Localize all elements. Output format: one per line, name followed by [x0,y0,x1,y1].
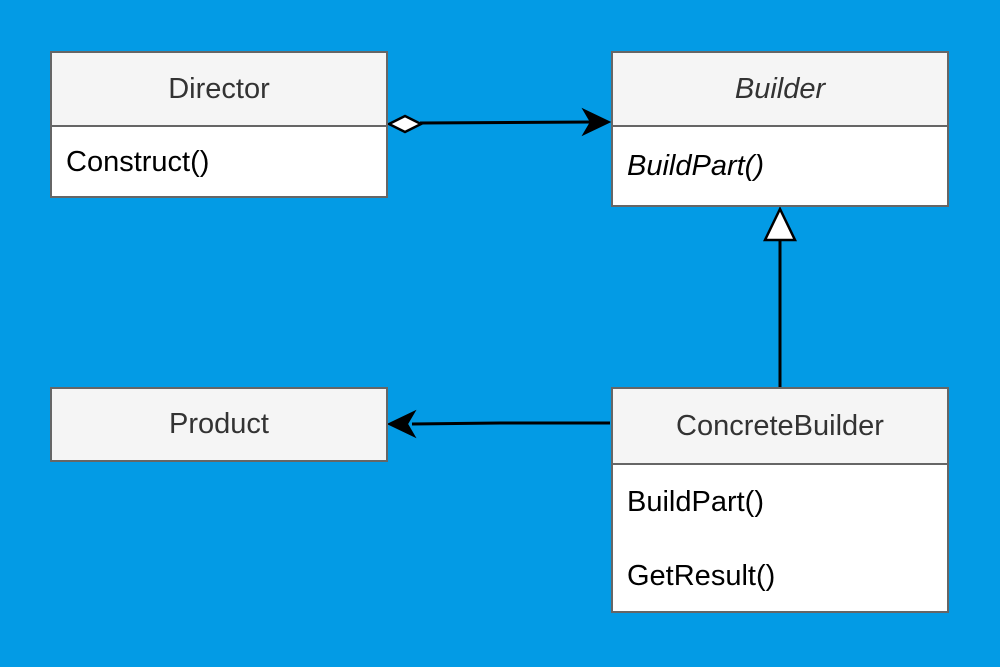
director-class-name: Director [52,53,386,127]
generalization-connector [763,206,797,387]
director-operations: Construct() [52,127,386,198]
director-class[interactable]: Director Construct() [50,51,388,198]
builder-class-name: Builder [613,53,947,127]
generalization-triangle [763,206,797,242]
concrete-builder-class-name: ConcreteBuilder [613,389,947,465]
concrete-builder-operations: BuildPart() GetResult() [613,465,947,613]
arrowhead-to-product [386,409,417,439]
aggregation-diamond [386,114,424,134]
concrete-builder-class[interactable]: ConcreteBuilder BuildPart() GetResult() [611,387,949,613]
arrowhead-to-builder [581,107,612,137]
builder-class[interactable]: Builder BuildPart() [611,51,949,207]
product-class-name: Product [52,389,386,460]
construct-operation: Construct() [66,146,210,178]
buildpart-abstract-operation: BuildPart() [627,149,764,182]
association-connector [386,409,610,439]
getresult-operation: GetResult() [627,559,776,592]
builder-operations: BuildPart() [613,127,947,205]
product-class[interactable]: Product [50,387,388,462]
aggregation-connector [386,107,612,137]
buildpart-operation: BuildPart() [627,485,764,518]
